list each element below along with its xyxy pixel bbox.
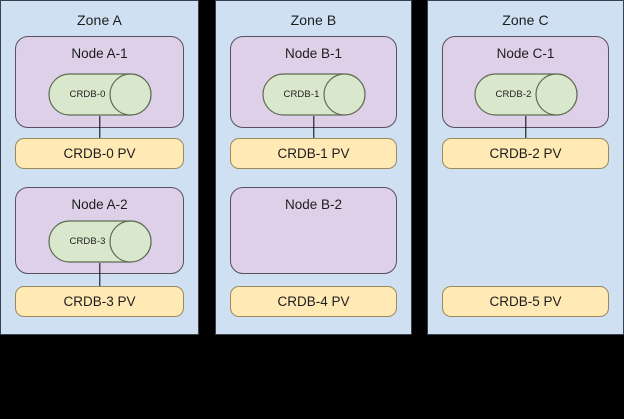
node-label: Node B-2 [284,197,343,212]
zone-title: Zone C [502,12,549,28]
pod-label: CRDB-2 [495,89,532,100]
pod-to-pv-connector [524,116,527,140]
zone-panel-c[interactable]: Zone C Node C-1 CRDB-2 CRDB-2 PV CRDB-5 … [427,0,624,335]
node-box[interactable]: Node A-1 CRDB-0 [15,36,184,140]
node-label: Node C-1 [496,46,555,61]
pod-to-pv-connector [98,116,101,140]
pod-label: CRDB-1 [283,89,320,100]
node-box[interactable]: Node B-1 CRDB-1 [230,36,397,140]
pv-box[interactable]: CRDB-4 PV [230,286,397,317]
node-label: Node B-1 [284,46,343,61]
zone-panel-a[interactable]: Zone A Node A-1 CRDB-0 CRDB-0 PV Node A-… [0,0,199,335]
pv-box[interactable]: CRDB-0 PV [15,138,184,169]
pod-label: CRDB-3 [69,236,106,247]
zone-panel-b[interactable]: Zone B Node B-1 CRDB-1 CRDB-1 PV Node B-… [215,0,412,335]
node-label: Node A-2 [71,197,128,212]
node-label: Node A-1 [71,46,128,61]
node-box[interactable]: Node B-2 [230,187,397,274]
database-cylinder-icon[interactable]: CRDB-2 [473,73,578,116]
pv-box[interactable]: CRDB-3 PV [15,286,184,317]
node-box[interactable]: Node C-1 CRDB-2 [442,36,609,140]
pv-box[interactable]: CRDB-5 PV [442,286,609,317]
pod-to-pv-connector [98,263,101,286]
database-cylinder-icon[interactable]: CRDB-1 [261,73,366,116]
pod-label: CRDB-0 [69,89,106,100]
database-cylinder-icon[interactable]: CRDB-0 [47,73,152,116]
database-cylinder-icon[interactable]: CRDB-3 [47,220,152,263]
pv-box[interactable]: CRDB-1 PV [230,138,397,169]
node-box[interactable]: Node A-2 CRDB-3 [15,187,184,286]
pod-to-pv-connector [312,116,315,140]
zone-title: Zone A [77,12,122,28]
zone-title: Zone B [290,12,337,28]
pv-box[interactable]: CRDB-2 PV [442,138,609,169]
